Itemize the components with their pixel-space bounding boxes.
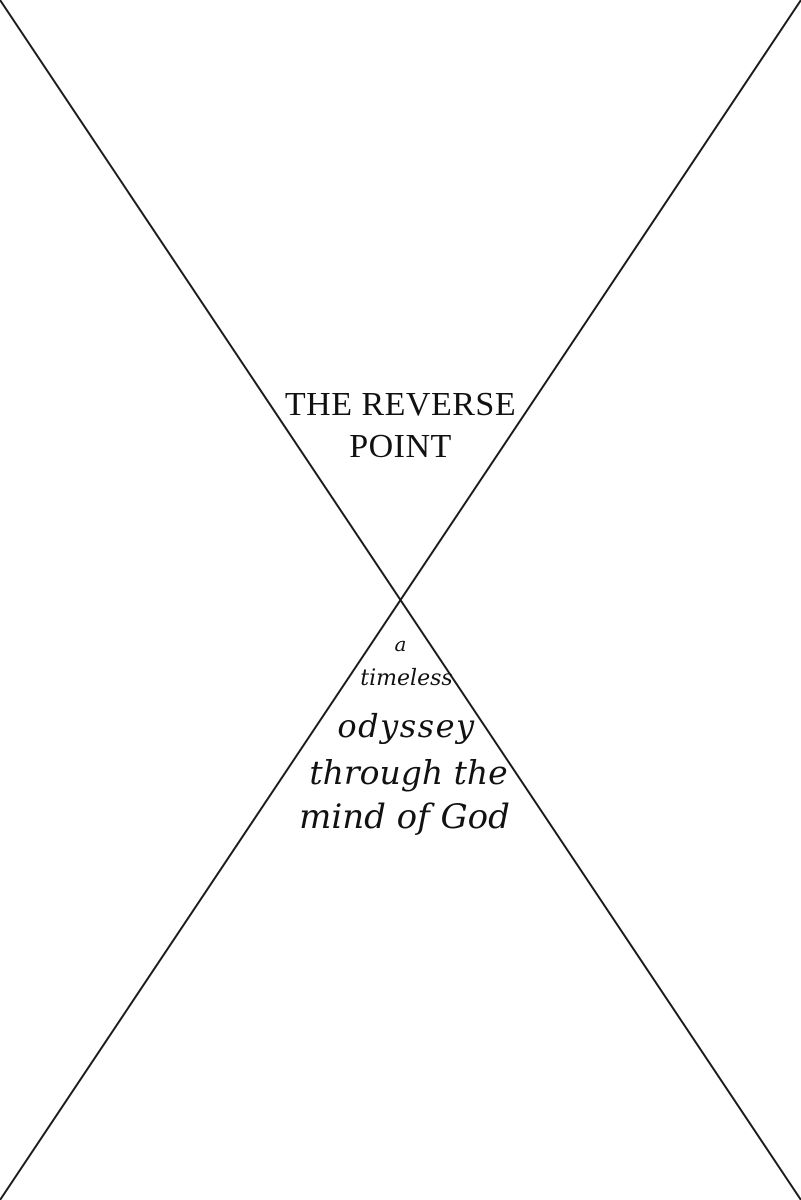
cover-title-line-2: POINT bbox=[349, 428, 452, 465]
subtitle-line-4: through the bbox=[309, 753, 508, 792]
subtitle-line-2: timeless bbox=[360, 666, 453, 691]
subtitle-line-3: odyssey bbox=[337, 707, 476, 745]
subtitle-line-5: mind of God bbox=[299, 797, 510, 837]
cover-title-line-1: THE REVERSE bbox=[284, 386, 517, 423]
subtitle-line-1: a bbox=[394, 632, 407, 656]
